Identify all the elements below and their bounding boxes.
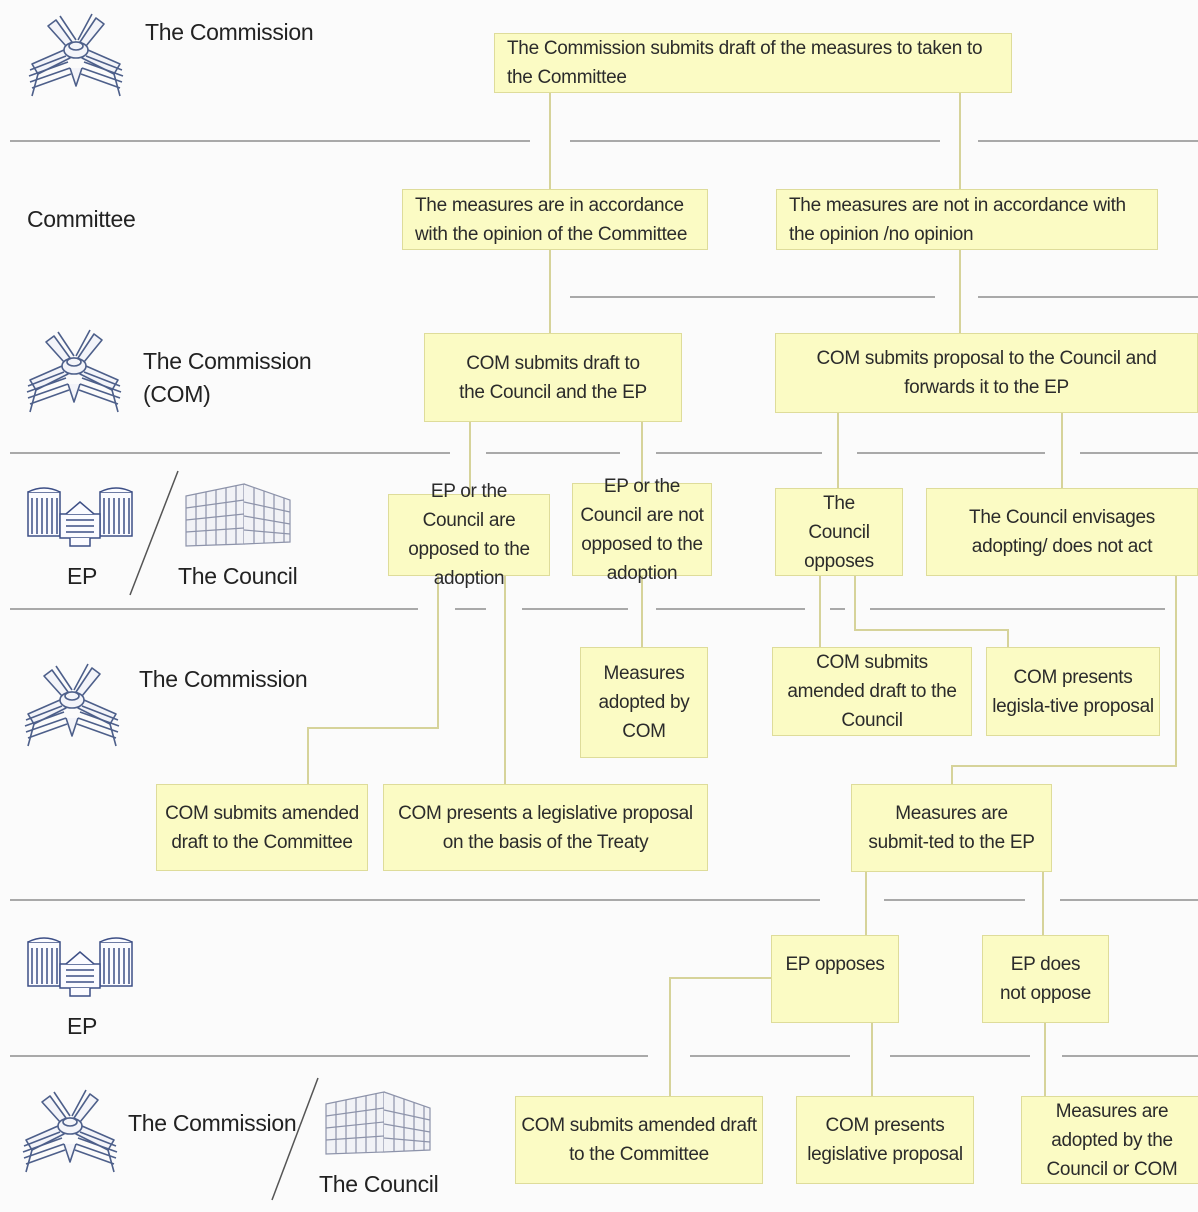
flow-box-ep-council-not-opposed: EP or the Council are not opposed to the… bbox=[572, 476, 712, 584]
flow-box-council-opposes: The Council opposes bbox=[775, 488, 903, 576]
row-label-commission-com: The Commission (COM) bbox=[143, 348, 312, 407]
council-building-icon bbox=[324, 1090, 432, 1156]
flow-box-measures-adopted-council-or-com: Measures are adopted by the Council or C… bbox=[1021, 1096, 1198, 1184]
ep-council-dividers bbox=[129, 470, 319, 1201]
berlaymont-building-icon bbox=[24, 328, 124, 418]
flow-box-commission-submits-draft: The Commission submits draft of the meas… bbox=[494, 33, 1012, 93]
council-building-icon bbox=[184, 482, 292, 548]
row-label-council: The Council bbox=[178, 563, 298, 589]
flow-box-com-submits-amended-draft-committee: COM submits amended draft to the Committ… bbox=[515, 1096, 763, 1184]
row-label-committee: Committee bbox=[27, 206, 136, 232]
row-label-commission: The Commission bbox=[139, 666, 308, 692]
flow-box-measures-submitted-to-ep: Measures are submit-ted to the EP bbox=[851, 784, 1052, 872]
berlaymont-building-icon bbox=[22, 662, 122, 752]
flow-box-ep-council-opposed: EP or the Council are opposed to the ado… bbox=[388, 481, 550, 589]
european-parliament-building-icon bbox=[26, 934, 134, 998]
flow-box-com-submits-amended-draft-committee: COM submits amended draft to the Committ… bbox=[156, 784, 368, 871]
flow-box-ep-opposes: EP opposes bbox=[771, 935, 899, 1023]
flow-box-com-presents-legislative-proposal-treaty: COM presents a legislative proposal on t… bbox=[383, 784, 708, 871]
flow-box-measures-adopted-by-com: Measures adopted by COM bbox=[580, 647, 708, 758]
row-label-commission: The Commission bbox=[145, 19, 314, 45]
flow-box-com-submits-draft-council-ep: COM submits draft to the Council and the… bbox=[424, 333, 682, 422]
flow-box-ep-does-not-oppose: EP does not oppose bbox=[982, 935, 1109, 1023]
european-parliament-building-icon bbox=[26, 484, 134, 548]
flow-connectors bbox=[307, 93, 1177, 1096]
row-label-ep: EP bbox=[67, 1013, 98, 1039]
row-separators bbox=[10, 140, 1198, 1057]
berlaymont-building-icon bbox=[26, 12, 126, 102]
flow-box-com-submits-amended-draft-council: COM submits amended draft to the Council bbox=[772, 647, 972, 736]
row-label-council: The Council bbox=[319, 1171, 439, 1197]
flow-box-com-submits-proposal-council: COM submits proposal to the Council and … bbox=[775, 333, 1198, 413]
flow-box-measures-in-accordance: The measures are in accordance with the … bbox=[402, 189, 708, 250]
flow-box-council-envisages-adopting: The Council envisages adopting/ does not… bbox=[926, 488, 1198, 576]
flow-box-measures-not-in-accordance: The measures are not in accordance with … bbox=[776, 189, 1158, 250]
flow-box-com-presents-legislative-proposal: COM presents legisla-tive proposal bbox=[986, 647, 1160, 736]
row-label-ep: EP bbox=[67, 563, 98, 589]
row-label-commission: The Commission bbox=[128, 1110, 297, 1136]
berlaymont-building-icon bbox=[20, 1088, 120, 1178]
flow-box-com-presents-legislative-proposal: COM presents legislative proposal bbox=[796, 1096, 974, 1184]
